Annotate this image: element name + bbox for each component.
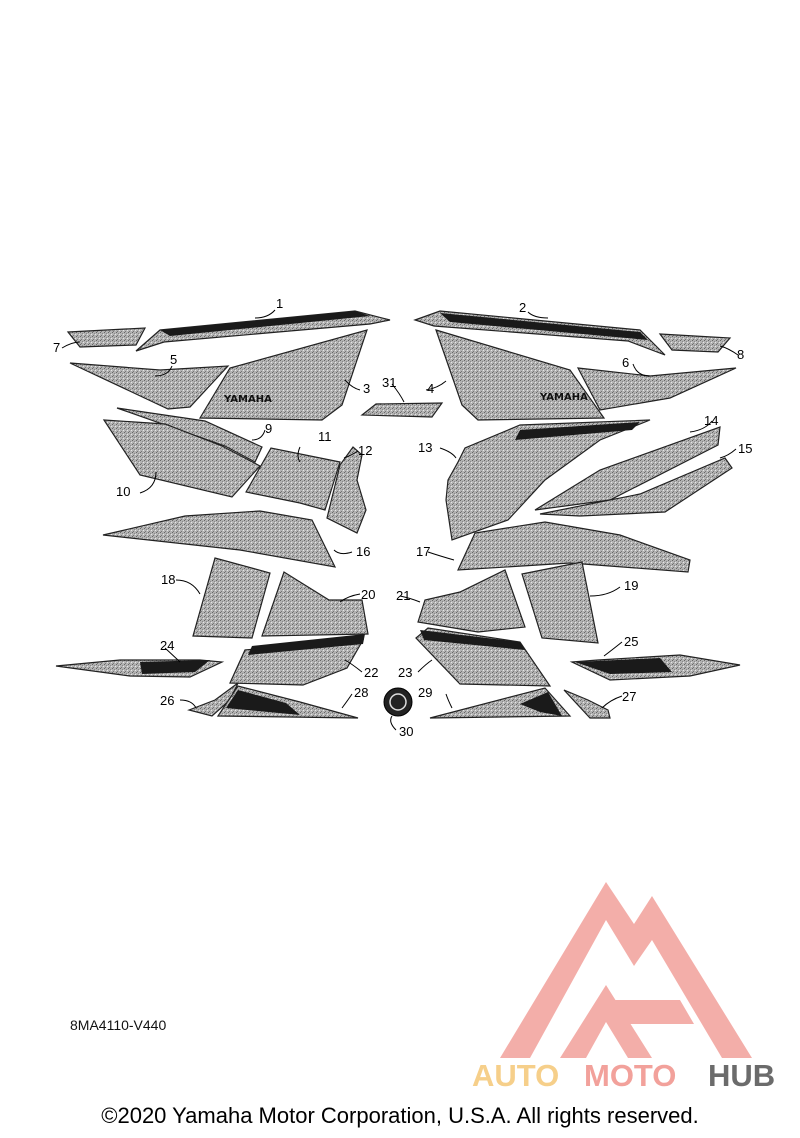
leader-lines [61, 309, 739, 731]
callout-23: 23 [398, 665, 412, 680]
callout-7: 7 [53, 340, 60, 355]
watermark-text-moto: MOTO [584, 1058, 676, 1093]
decal-part-22-stripe [248, 634, 365, 655]
callout-17: 17 [416, 544, 430, 559]
callout-18: 18 [161, 572, 175, 587]
callout-19: 19 [624, 578, 638, 593]
callout-6: 6 [622, 355, 629, 370]
decal-part-16 [102, 510, 337, 568]
decal-part-1-stripe [160, 311, 370, 336]
decal-part-10 [102, 419, 261, 498]
decal-part-17 [457, 521, 691, 573]
decal-part-3 [198, 329, 368, 421]
callout-21: 21 [396, 588, 410, 603]
callout-20: 20 [361, 587, 375, 602]
decal-part-27 [563, 689, 611, 719]
decal-shapes-left [55, 310, 391, 719]
callout-15: 15 [738, 441, 752, 456]
diagram-code: 8MA4110-V440 [70, 1017, 167, 1033]
callout-numbers: 1 2 3 4 5 6 7 8 9 10 11 12 13 14 15 16 1… [53, 296, 752, 739]
callout-3: 3 [363, 381, 370, 396]
decal-part-28-stripe [226, 690, 300, 715]
copyright-notice: ©2020 Yamaha Motor Corporation, U.S.A. A… [101, 1103, 699, 1128]
decal-part-13-stripe [515, 422, 640, 440]
callout-16: 16 [356, 544, 370, 559]
decal-part-30-emblem [383, 687, 413, 717]
callout-1: 1 [276, 296, 283, 311]
decal-part-24-stripe [140, 660, 210, 674]
watermark-mountain-icon [500, 882, 752, 1058]
callout-12: 12 [358, 443, 372, 458]
callout-31: 31 [382, 375, 396, 390]
decal-part-15 [539, 457, 733, 517]
decal-part-25-stripe [575, 658, 672, 674]
decal-part-6 [576, 367, 737, 411]
decal-part-5 [69, 362, 230, 410]
callout-8: 8 [737, 347, 744, 362]
decal-part-14 [534, 426, 721, 511]
decal-shapes-center [360, 402, 444, 717]
decal-part-21 [417, 569, 526, 633]
decal-part-13 [445, 419, 651, 541]
brand-label-left: YAMAHA [223, 394, 272, 405]
callout-25: 25 [624, 634, 638, 649]
callout-26: 26 [160, 693, 174, 708]
callout-2: 2 [519, 300, 526, 315]
callout-30: 30 [399, 724, 413, 739]
decal-part-23-stripe [420, 630, 525, 650]
decal-part-12 [326, 446, 367, 534]
callout-9: 9 [265, 421, 272, 436]
decal-shapes-right [413, 310, 741, 719]
decal-part-29 [429, 687, 572, 719]
decal-part-29-stripe [520, 692, 562, 716]
callout-27: 27 [622, 689, 636, 704]
decal-part-31 [360, 402, 444, 418]
callout-11: 11 [318, 429, 332, 444]
callout-10: 10 [116, 484, 130, 499]
callout-28: 28 [354, 685, 368, 700]
callout-22: 22 [364, 665, 378, 680]
decal-part-20 [261, 571, 369, 637]
callout-13: 13 [418, 440, 432, 455]
callout-29: 29 [418, 685, 432, 700]
decal-part-2-stripe [440, 313, 648, 340]
callout-24: 24 [160, 638, 174, 653]
brand-label-right: YAMAHA [539, 392, 588, 403]
watermark-text-auto: AUTO [472, 1058, 559, 1093]
watermark-text-hub: HUB [708, 1058, 775, 1093]
callout-5: 5 [170, 352, 177, 367]
decal-part-19 [521, 561, 599, 644]
decal-part-8 [658, 333, 732, 353]
decal-part-11 [245, 447, 341, 511]
decal-part-4 [435, 329, 606, 421]
callout-4: 4 [427, 381, 434, 396]
decal-part-18 [192, 557, 271, 639]
callout-14: 14 [704, 413, 718, 428]
emblem-ring-icon [389, 693, 407, 711]
